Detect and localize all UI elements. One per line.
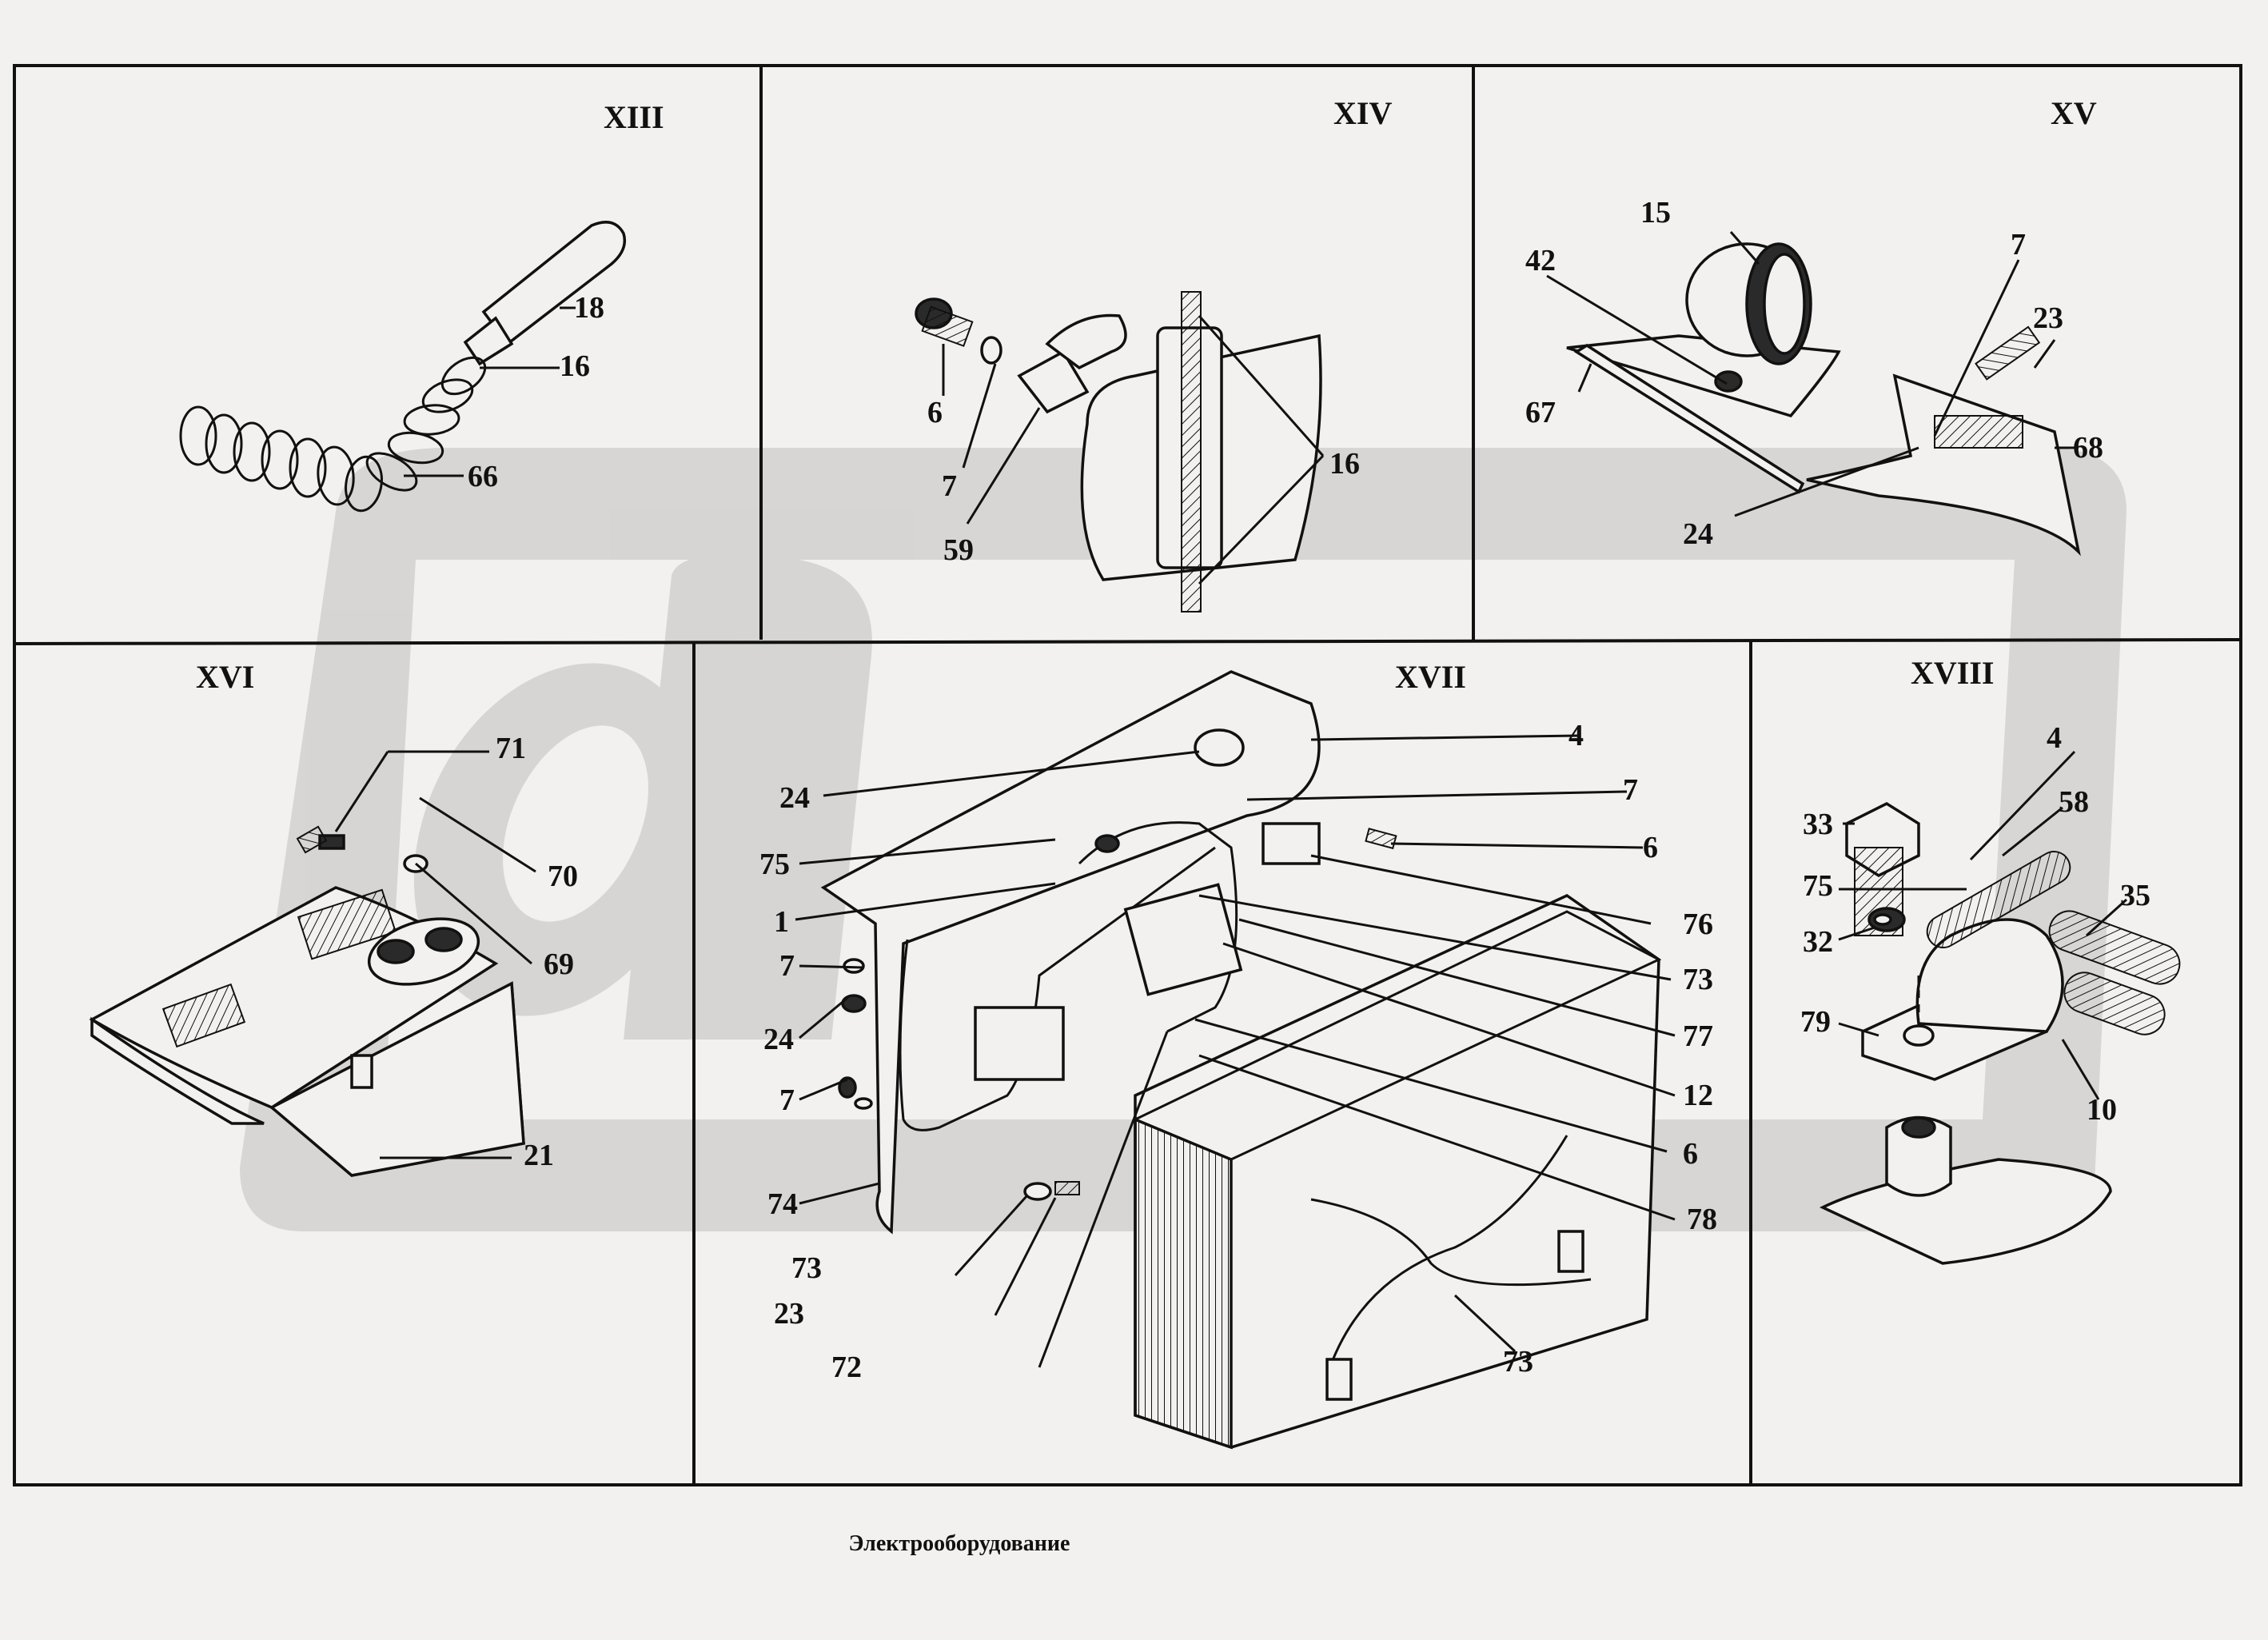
part-label-10: 10 [2087, 1093, 2117, 1127]
part-label-6: 6 [1643, 831, 1658, 864]
part-label-72: 72 [831, 1351, 862, 1384]
panel-title-xiv: XIV [1333, 95, 1392, 131]
diagram-caption: Электрооборудование [848, 1531, 1070, 1556]
part-label-15: 15 [1640, 196, 1671, 229]
part-label-73c: 73 [1503, 1345, 1533, 1379]
panel-frames [13, 64, 2242, 1486]
part-label-76: 76 [1683, 908, 1713, 941]
lamp-drawing-xv [1566, 242, 2081, 557]
part-label-7: 7 [2011, 228, 2026, 261]
panel-title-xiii: XIII [604, 99, 664, 135]
part-label-6b: 6 [1683, 1137, 1698, 1171]
panel-xv: XV 15 42 7 23 67 68 24 [1525, 95, 2103, 557]
leaders-xv [1546, 231, 2079, 517]
part-label-4: 4 [2047, 721, 2062, 755]
box-drawing-xvi [89, 825, 525, 1177]
part-label-67: 67 [1525, 396, 1556, 429]
part-label-24: 24 [1683, 517, 1713, 551]
part-label-42: 42 [1525, 244, 1556, 277]
panel-xvii: XVII [759, 659, 1717, 1450]
leaders-xiii [404, 306, 576, 477]
leaders-xvii [795, 734, 1676, 1368]
part-label-68: 68 [2073, 431, 2103, 465]
part-label-1: 1 [774, 905, 789, 939]
clamp-drawing-xviii [1819, 801, 2181, 1265]
panel-title-xvi: XVI [196, 659, 254, 695]
leaders-xvi [334, 750, 536, 1159]
part-label-24b: 24 [763, 1023, 794, 1056]
part-label-6: 6 [927, 396, 943, 429]
part-label-73b: 73 [791, 1251, 822, 1285]
part-label-12: 12 [1683, 1079, 1713, 1112]
leaders-xiv [942, 315, 1325, 585]
panel-title-xv: XV [2051, 95, 2097, 131]
part-label-33: 33 [1803, 808, 1833, 841]
panel-xiv: XIV 6 7 59 16 [915, 95, 1392, 613]
part-label-58: 58 [2059, 785, 2089, 819]
part-label-32: 32 [1803, 925, 1833, 959]
part-label-35: 35 [2120, 879, 2150, 912]
part-label-21: 21 [524, 1139, 554, 1172]
cord-plug-drawing [179, 221, 627, 513]
part-label-73: 73 [1683, 963, 1713, 996]
panel-xviii: XVIII 4 58 33 [1800, 655, 2181, 1265]
part-label-77: 77 [1683, 1020, 1713, 1053]
part-label-23: 23 [2033, 301, 2063, 335]
part-label-23: 23 [774, 1297, 804, 1331]
panel-xiii: XIII 18 16 [179, 99, 664, 513]
panel-title-xvii: XVII [1395, 659, 1466, 695]
part-label-7: 7 [942, 469, 957, 503]
part-label-16: 16 [1329, 447, 1360, 481]
part-label-4: 4 [1568, 719, 1584, 752]
part-label-16: 16 [560, 349, 590, 383]
part-label-75: 75 [759, 848, 790, 881]
part-label-66: 66 [468, 460, 498, 493]
part-label-7b: 7 [779, 949, 795, 983]
harness-drawing-xvii [820, 670, 1662, 1450]
part-label-70: 70 [548, 860, 578, 893]
part-label-71: 71 [496, 732, 526, 765]
part-label-75: 75 [1803, 869, 1833, 903]
panel-title-xviii: XVIII [1911, 655, 1994, 691]
part-label-59: 59 [943, 533, 974, 567]
part-label-24: 24 [779, 781, 810, 815]
panel-xvi: XVI 71 70 69 21 [89, 659, 578, 1177]
part-label-78: 78 [1687, 1203, 1717, 1236]
part-label-7: 7 [1623, 773, 1638, 807]
part-label-69: 69 [544, 948, 574, 981]
part-label-18: 18 [574, 291, 604, 325]
part-label-7c: 7 [779, 1083, 795, 1117]
part-label-79: 79 [1800, 1005, 1831, 1039]
leaders-xviii [1838, 750, 2128, 1100]
part-label-74: 74 [767, 1187, 798, 1221]
